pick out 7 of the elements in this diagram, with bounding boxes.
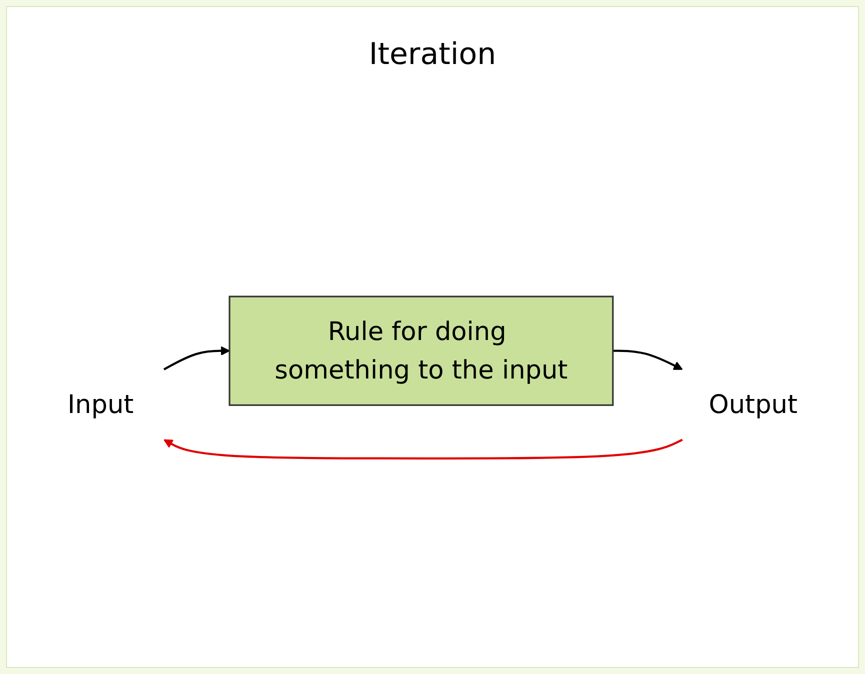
arrow <box>164 438 683 459</box>
arrow <box>612 349 683 370</box>
node-box: Rule for doing something to the input <box>228 295 614 406</box>
node-text: Output <box>708 389 798 420</box>
arrow <box>163 346 230 370</box>
diagram-title: Iteration <box>368 37 498 72</box>
node-text: Input <box>67 389 134 420</box>
